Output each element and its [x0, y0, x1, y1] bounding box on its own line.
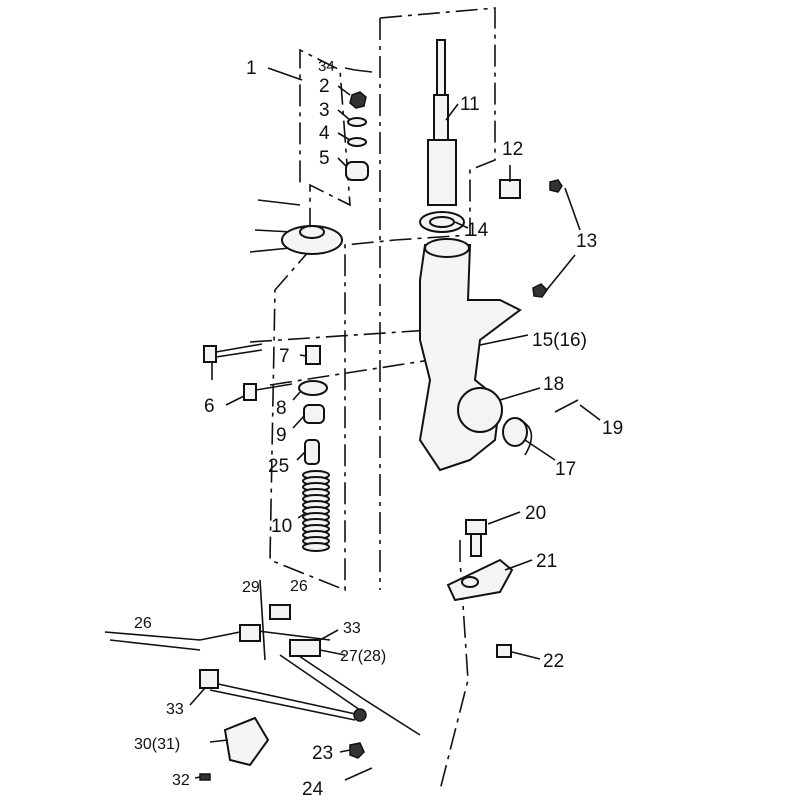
label-7: 7 — [279, 346, 290, 367]
label-32: 32 — [172, 772, 190, 789]
label-15-16: 15(16) — [532, 330, 587, 351]
label-8: 8 — [276, 398, 287, 419]
top-mount-parts — [281, 69, 373, 255]
label-23: 23 — [312, 743, 333, 764]
label-34: 34 — [318, 58, 335, 75]
label-26-lower: 26 — [134, 615, 152, 632]
label-19: 19 — [602, 418, 623, 439]
lower-plate — [446, 519, 514, 658]
label-9: 9 — [276, 425, 287, 446]
label-3: 3 — [319, 100, 330, 121]
label-33-lower: 33 — [166, 701, 184, 718]
label-11: 11 — [460, 94, 480, 115]
label-33-upper: 33 — [343, 620, 361, 637]
label-20: 20 — [525, 503, 546, 524]
callout-labels: 1 34 2 3 4 5 11 12 13 14 15(16) 7 6 8 9 … — [134, 58, 623, 800]
lower-control-arm — [104, 579, 421, 781]
label-25: 25 — [268, 456, 289, 477]
steering-knuckle — [418, 238, 579, 472]
label-18: 18 — [543, 374, 564, 395]
label-27-28: 27(28) — [340, 648, 386, 665]
label-24: 24 — [302, 779, 324, 800]
label-30-31: 30(31) — [134, 736, 180, 753]
leader-lines — [189, 67, 601, 779]
label-21: 21 — [536, 551, 557, 572]
label-17: 17 — [555, 459, 576, 480]
label-14: 14 — [467, 220, 489, 241]
label-5: 5 — [319, 148, 330, 169]
strut-shaft — [419, 39, 465, 233]
label-22: 22 — [543, 651, 564, 672]
bolts-and-spring — [203, 343, 330, 552]
label-12: 12 — [502, 139, 523, 160]
label-13: 13 — [576, 231, 597, 252]
label-1: 1 — [246, 58, 257, 79]
label-2: 2 — [319, 76, 330, 97]
label-4: 4 — [319, 123, 330, 144]
label-26-upper: 26 — [290, 578, 308, 595]
spring-coil — [302, 542, 330, 552]
label-29: 29 — [242, 579, 260, 596]
bracket-and-nuts — [499, 179, 563, 298]
label-6: 6 — [204, 396, 215, 417]
label-10: 10 — [271, 516, 292, 537]
